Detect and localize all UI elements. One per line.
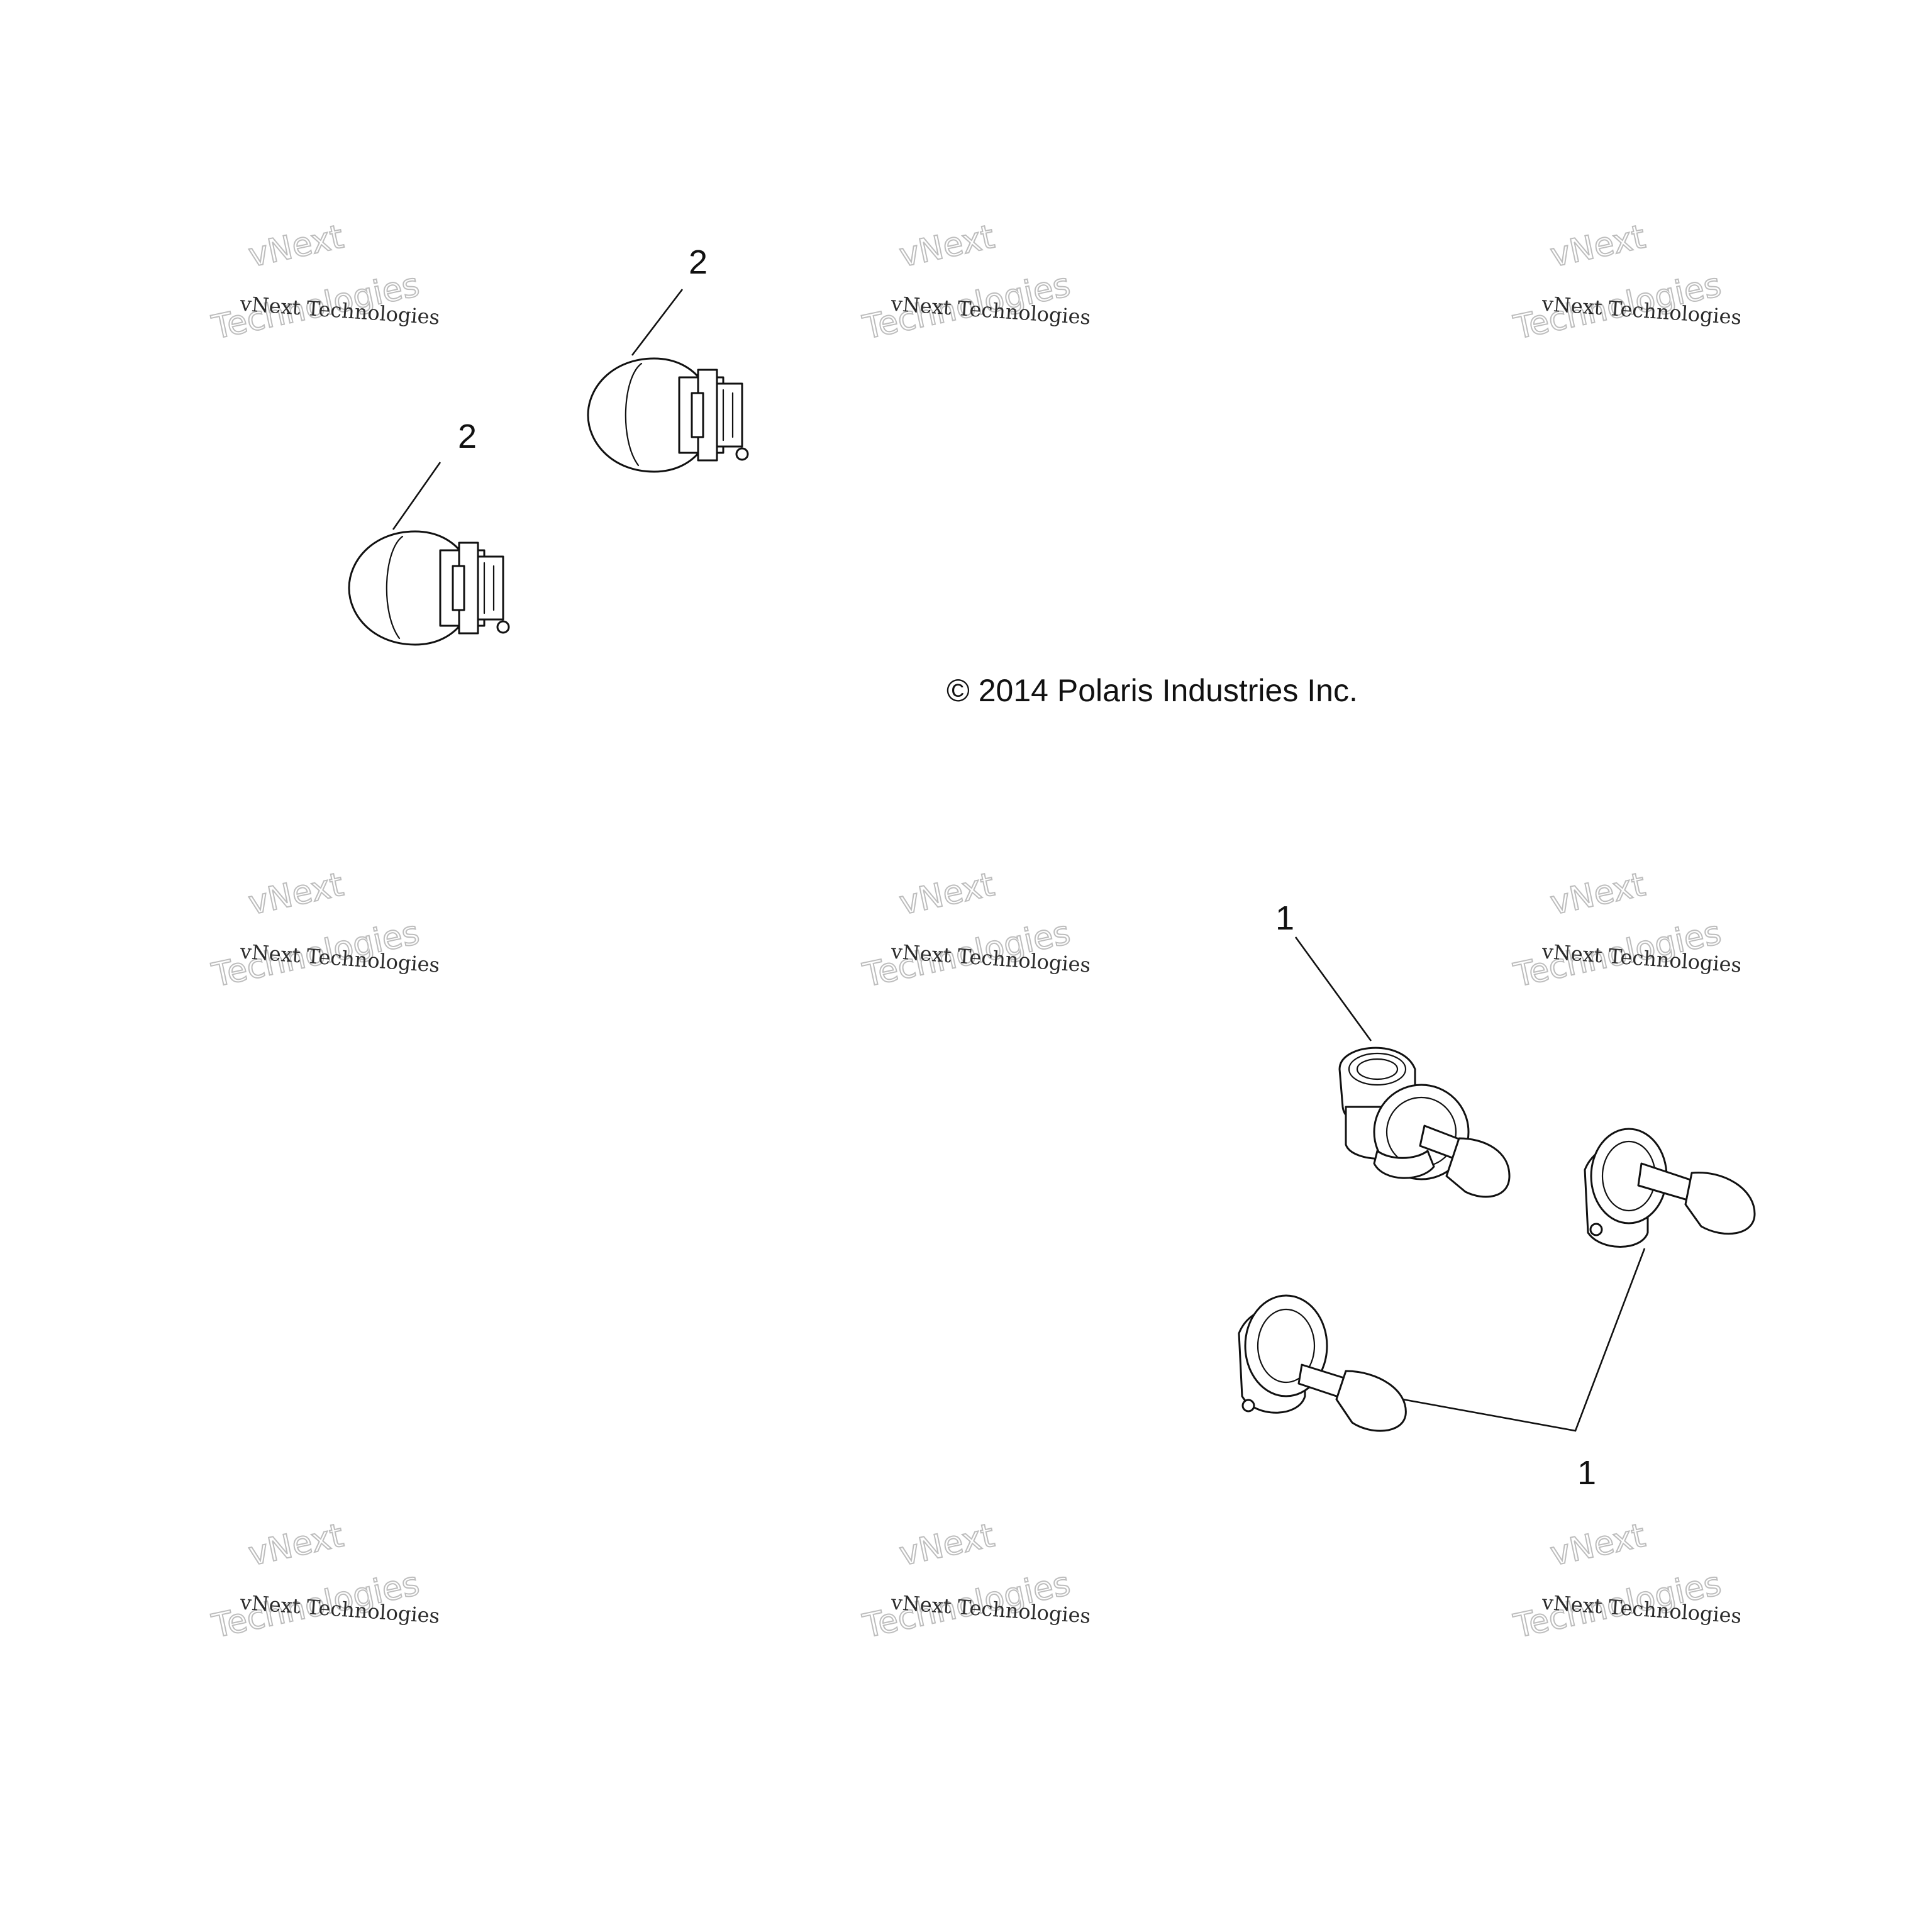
callout-bulb-2-lower: 2 — [458, 418, 477, 455]
callout-headlight-1-lower: 1 — [1577, 1454, 1596, 1492]
callout-bulb-2-upper: 2 — [689, 243, 708, 281]
headlight-bulb-lower — [1238, 1294, 1407, 1432]
watermark-word-top: vNext — [245, 1517, 347, 1574]
leader-headlight-1-upper — [1294, 936, 1372, 1041]
copyright-text: © 2014 Polaris Industries Inc. — [947, 673, 1358, 708]
watermark-word-top: vNext — [245, 866, 347, 923]
watermark-word-top: vNext — [1547, 218, 1648, 275]
leader-bulb-2-lower — [392, 462, 441, 530]
leader-bulb-2-upper — [631, 289, 684, 356]
headlight-bulb-upper — [1338, 1046, 1511, 1198]
leader-headlight-1-lower — [1402, 1248, 1646, 1432]
watermark-word-top: vNext — [245, 218, 347, 275]
watermark-word-top: vNext — [896, 1517, 997, 1574]
watermark-word-top: vNext — [896, 866, 997, 923]
wedge-bulb-lower — [348, 530, 510, 646]
wedge-bulb-upper — [587, 357, 749, 473]
watermark-word-top: vNext — [1547, 866, 1648, 923]
headlight-bulb-right — [1584, 1128, 1756, 1248]
watermark-word-top: vNext — [1547, 1517, 1648, 1574]
callout-headlight-1-upper: 1 — [1275, 899, 1294, 937]
watermark-word-top: vNext — [896, 218, 997, 275]
